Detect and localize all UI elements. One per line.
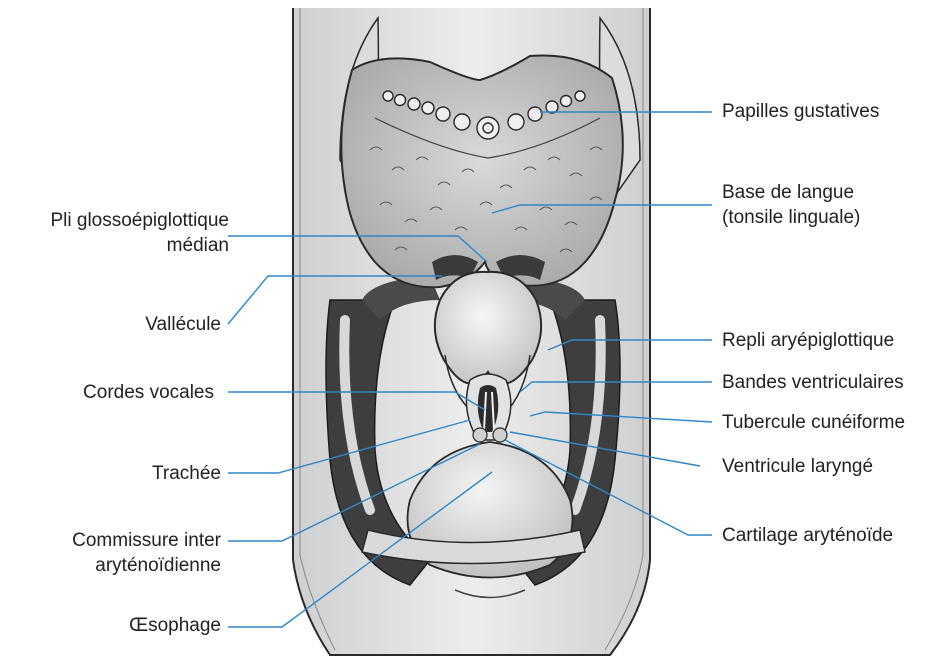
label-pli-glossoepiglottique: Pli glossoépiglottique médian [50, 208, 229, 258]
label-oesophage: Œsophage [129, 613, 221, 638]
label-cordes-vocales: Cordes vocales [83, 380, 214, 405]
glottis [466, 374, 510, 442]
label-commissure-line2: aryténoïdienne [72, 553, 221, 578]
label-base-line2: (tonsile linguale) [722, 205, 860, 230]
label-base-line1: Base de langue [722, 180, 860, 205]
epiglottis [435, 272, 541, 384]
label-commissure-line1: Commissure inter [72, 528, 221, 553]
label-cartilage: Cartilage aryténoïde [722, 523, 893, 548]
label-bandes: Bandes ventriculaires [722, 370, 904, 395]
label-pli-line1: Pli glossoépiglottique [50, 208, 229, 233]
label-ventricule: Ventricule laryngé [722, 454, 873, 479]
label-tubercule: Tubercule cunéiforme [722, 410, 905, 435]
label-papilles: Papilles gustatives [722, 99, 879, 124]
label-commissure: Commissure inter aryténoïdienne [72, 528, 221, 578]
label-pli-line2: médian [50, 233, 229, 258]
label-repli: Repli aryépiglottique [722, 328, 894, 353]
label-base-langue: Base de langue (tonsile linguale) [722, 180, 860, 230]
tongue-base [341, 55, 623, 287]
label-trachee: Trachée [152, 461, 221, 486]
label-vallecule: Vallécule [145, 312, 221, 337]
